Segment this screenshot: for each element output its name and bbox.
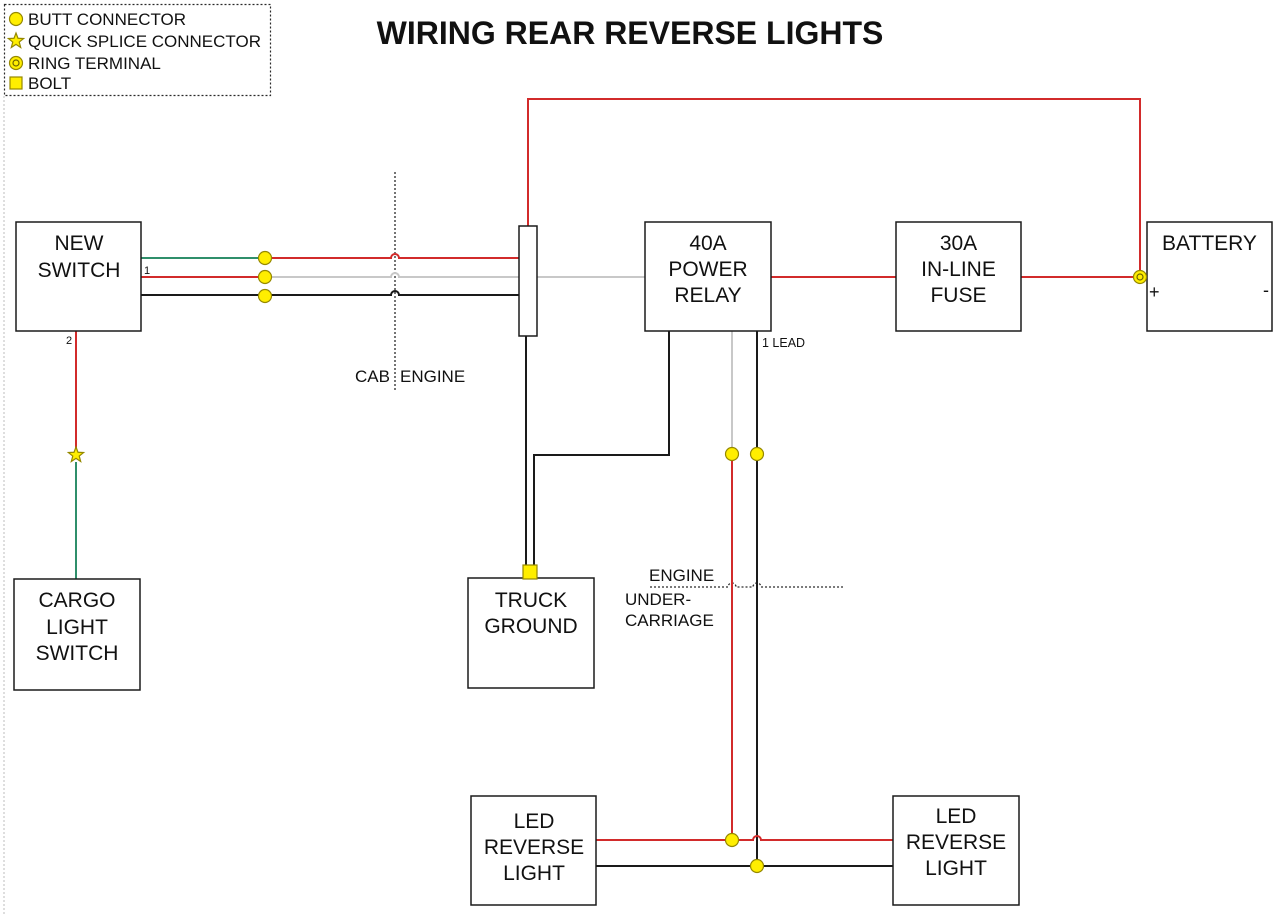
bolt-icon [522,564,538,580]
inline-fuse-label-line-1: 30A [940,232,977,255]
cargo-light-switch-label-line-2: LIGHT [46,616,108,639]
wires [75,98,1141,867]
led-reverse-light-left-label-line-1: LED [514,810,555,833]
led-reverse-light-left-label-line-3: LIGHT [503,862,565,885]
legend: BUTT CONNECTOR QUICK SPLICE CONNECTOR RI… [3,3,272,97]
inline-fuse-box [895,221,1022,332]
zone-label-under: UNDER- [625,590,691,609]
power-relay-box [644,221,772,332]
led-reverse-light-left-label-line-2: REVERSE [484,836,584,859]
ring-terminal-outer [8,55,24,71]
truck-ground-label-line-2: GROUND [484,615,577,638]
wire-red-battery-feed [527,98,1141,271]
truck-ground-label-line-1: TRUCK [495,589,567,612]
butt-connector-icon [749,858,765,874]
inline-fuse-label-line-2: IN-LINE [921,258,996,281]
ring-terminal-inner [1136,273,1144,281]
new-switch-label-line-1: NEW [55,232,104,255]
new-switch: NEW SWITCH 1 2 [15,221,150,347]
cargo-light-switch: CARGO LIGHT SWITCH [13,578,141,691]
legend-label-bolt: BOLT [28,74,71,93]
butt-connector-icon [749,446,765,462]
power-relay-lead-label: 1 LEAD [762,336,805,350]
ring-terminal-inner [12,59,20,67]
terminal-block [518,225,538,337]
butt-connector-icon [257,269,273,285]
legend-label-butt-connector: BUTT CONNECTOR [28,10,186,29]
butt-connector-icon [724,832,740,848]
battery-box [1146,221,1273,332]
wire-gray-to-terminal [265,272,519,278]
power-relay: 40A POWER RELAY 1 LEAD [644,221,805,350]
legend-border [3,3,272,97]
battery-label: BATTERY [1162,232,1257,255]
ring-terminal-icon [8,55,24,71]
butt-connector-icon [8,11,24,27]
truck-ground-box [467,577,595,689]
zone-label-cab: CAB [355,367,390,386]
led-reverse-light-right-label-line-2: REVERSE [906,831,1006,854]
led-reverse-light-right-label-line-1: LED [936,805,977,828]
power-relay-label-line-1: 40A [689,232,726,255]
diagram-title: WIRING REAR REVERSE LIGHTS [377,15,884,51]
led-reverse-light-right-box [892,795,1020,906]
battery: BATTERY + - [1146,221,1273,332]
battery-negative-terminal-label: - [1263,280,1269,300]
butt-connector-icon [257,250,273,266]
cargo-light-switch-box [13,578,141,691]
led-reverse-light-right-label-line-3: LIGHT [925,857,987,880]
battery-positive-terminal-label: + [1149,282,1160,302]
inline-fuse-label-line-3: FUSE [930,284,986,307]
zone-label-engine-lower: ENGINE [649,566,714,585]
zone-label-carriage: CARRIAGE [625,611,714,630]
inline-fuse: 30A IN-LINE FUSE [895,221,1022,332]
ring-terminal-outer [1132,269,1148,285]
ring-terminal-icon [1132,269,1148,285]
zone-label-engine: ENGINE [400,367,465,386]
wire-red-to-terminal [265,253,519,259]
led-reverse-light-right: LED REVERSE LIGHT [892,795,1020,906]
legend-label-ring-terminal: RING TERMINAL [28,54,161,73]
new-switch-label-line-2: SWITCH [38,259,121,282]
power-relay-label-line-3: RELAY [674,284,741,307]
cargo-light-switch-label-line-3: SWITCH [36,642,119,665]
cargo-light-switch-label-line-1: CARGO [38,589,115,612]
led-reverse-light-left: LED REVERSE LIGHT [470,795,597,906]
connectors [66,250,1148,874]
power-relay-label-line-2: POWER [668,258,747,281]
butt-connector-icon [257,288,273,304]
legend-label-quick-splice: QUICK SPLICE CONNECTOR [28,32,261,51]
quick-splice-star-icon [66,445,86,463]
new-switch-pin-2-label: 2 [66,335,72,347]
engine-undercarriage-boundary-line [650,582,843,588]
butt-connector-icon [724,446,740,462]
wire-black-relay-to-ground [533,331,670,566]
truck-ground: TRUCK GROUND [467,577,595,689]
bolt-icon [9,76,23,90]
wire-red-light-feed [596,835,893,841]
zone-boundaries: CAB ENGINE ENGINE UNDER- CARRIAGE [355,172,843,630]
new-switch-box [15,221,142,332]
new-switch-pin-1-label: 1 [144,265,150,277]
led-reverse-light-left-box [470,795,597,906]
wire-black-switch-ground [141,290,519,296]
quick-splice-star-icon [6,31,26,49]
